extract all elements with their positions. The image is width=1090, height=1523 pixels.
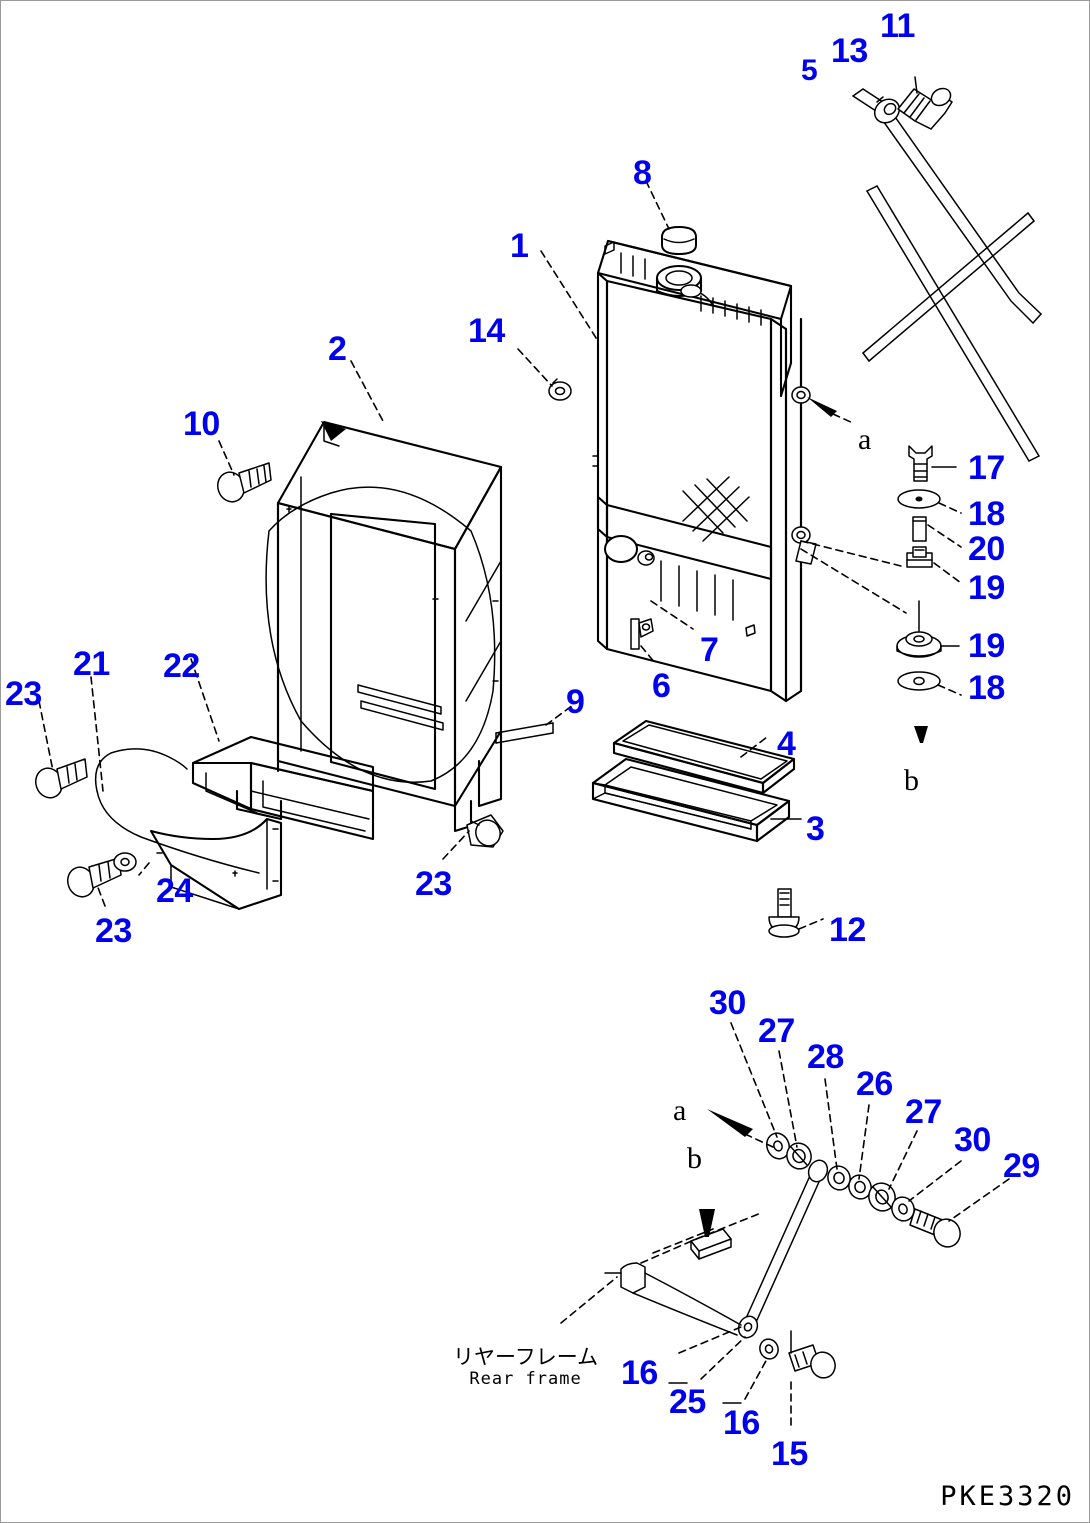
rear-frame-annotation: リヤーフレーム Rear frame	[453, 1345, 599, 1389]
washer-16-lower	[744, 1338, 779, 1400]
rod-9	[495, 704, 574, 744]
bushing-27-left	[778, 1050, 812, 1170]
hose-fitting-11	[897, 76, 953, 130]
hose-clamp-13	[873, 96, 901, 124]
fan-shroud-2	[265, 360, 503, 833]
callout-23-center: 23	[415, 865, 452, 903]
bolt-23-lower-left	[67, 857, 122, 907]
callout-29: 29	[1003, 1147, 1040, 1185]
rear-frame-bracket	[604, 1209, 762, 1336]
bolt-29	[909, 1178, 1010, 1248]
rear-frame-label-jp: リヤーフレーム	[453, 1345, 599, 1369]
callout-24: 24	[156, 872, 193, 910]
callout-23-lower-left: 23	[95, 912, 132, 950]
plate-4	[612, 719, 796, 795]
callout-17: 17	[968, 449, 1005, 487]
callout-23-upper-left: 23	[5, 675, 42, 713]
washer-30-right	[891, 1160, 962, 1222]
callout-28: 28	[807, 1038, 844, 1076]
callout-25: 25	[669, 1383, 706, 1421]
callout-16-lower: 16	[723, 1404, 760, 1442]
bolt-10	[217, 440, 272, 503]
callout-30-right: 30	[954, 1121, 991, 1159]
washer-30-left	[730, 1022, 791, 1160]
tray-3	[591, 757, 802, 843]
spacer-26	[848, 1104, 872, 1200]
callout-26: 26	[856, 1065, 893, 1103]
callout-3: 3	[806, 810, 825, 848]
section-marker-a-top: a	[858, 423, 872, 456]
bolt-15	[788, 1330, 836, 1426]
callout-10: 10	[183, 405, 220, 443]
callout-9: 9	[566, 683, 585, 721]
bolt-23-upper-left	[35, 700, 88, 799]
section-marker-a-bottom: a	[673, 1094, 687, 1127]
callout-19-lower: 19	[968, 627, 1005, 665]
bushing-27-right	[868, 1130, 918, 1212]
lead-7	[650, 600, 694, 630]
washer-24	[113, 852, 137, 872]
bolt-17	[908, 445, 957, 482]
clip-6	[630, 618, 656, 664]
callout-14: 14	[468, 312, 505, 350]
radiator-mount-lugs	[548, 378, 817, 565]
lower-guard-assembly	[35, 658, 504, 911]
callout-21: 21	[73, 645, 110, 683]
callout-16-upper: 16	[621, 1354, 658, 1392]
washer-18-lower	[897, 671, 962, 696]
callout-30-left: 30	[709, 984, 746, 1022]
bushing-19-upper	[906, 546, 962, 584]
spacer-20	[912, 516, 962, 548]
bolt-12	[768, 888, 824, 938]
lead-14	[517, 348, 553, 387]
radiator-core-1	[548, 239, 854, 703]
callout-5: 5	[801, 54, 818, 87]
hardware-stack	[800, 445, 962, 696]
drawing-part-code: PKE3320	[940, 1481, 1075, 1512]
bolt-23-center	[442, 814, 504, 860]
washer-18-upper	[897, 489, 962, 514]
core-hatching	[682, 476, 750, 542]
bushing-19-lower	[896, 600, 960, 658]
callout-13: 13	[831, 32, 868, 70]
callout-12: 12	[829, 911, 866, 949]
callout-18-upper: 18	[968, 495, 1005, 533]
lead-25	[700, 1336, 746, 1380]
callout-27-left: 27	[758, 1012, 795, 1050]
upper-hose-assembly	[852, 76, 1042, 462]
section-marker-b-bottom: b	[687, 1142, 702, 1175]
callout-22: 22	[163, 647, 200, 685]
rear-frame-label-en: Rear frame	[469, 1368, 582, 1389]
crossing-rods	[862, 185, 1040, 462]
callout-1: 1	[510, 227, 529, 265]
callout-7: 7	[700, 631, 719, 669]
bushing-28	[824, 1078, 851, 1191]
callout-6: 6	[652, 667, 671, 705]
marker-arrow-b-top	[914, 726, 928, 743]
callout-19-upper: 19	[968, 569, 1005, 607]
callout-27-right: 27	[905, 1093, 942, 1131]
callout-8: 8	[633, 154, 652, 192]
radiator-cap-8	[645, 180, 697, 255]
section-marker-b-top: b	[904, 764, 919, 797]
callout-15: 15	[771, 1435, 808, 1473]
callout-18-lower: 18	[968, 669, 1005, 707]
callout-2: 2	[328, 330, 347, 368]
link-rod-assembly	[560, 1022, 1010, 1426]
callout-20: 20	[968, 530, 1005, 568]
callout-4: 4	[777, 725, 796, 763]
callout-11: 11	[880, 7, 915, 45]
lead-1	[540, 250, 599, 342]
lead-16-upper	[678, 1326, 742, 1354]
